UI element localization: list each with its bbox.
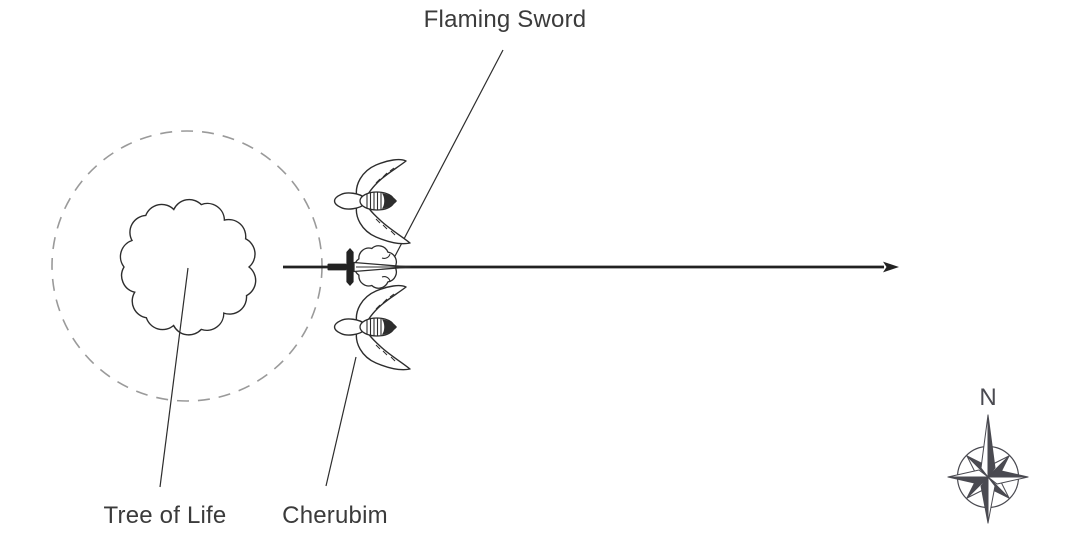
sword-crossguard xyxy=(346,248,354,286)
tree-canopy-icon xyxy=(119,198,257,336)
compass-rose-icon xyxy=(947,414,1029,524)
compass-cardinal-points xyxy=(947,414,1029,524)
cherubim-leader-line xyxy=(325,356,357,487)
flaming-sword-icon xyxy=(327,245,411,289)
flaming-sword-leader-line xyxy=(393,49,504,259)
east-arrow-head xyxy=(883,261,899,273)
flaming-sword-label: Flaming Sword xyxy=(423,6,587,33)
tree-of-life-leader-line xyxy=(159,267,189,488)
tree-of-life-label: Tree of Life xyxy=(103,502,227,529)
compass-north-label: N xyxy=(979,384,997,411)
cherubim-label: Cherubim xyxy=(282,502,388,529)
garden-boundary-dashed-circle xyxy=(51,130,323,402)
cherub-icon xyxy=(333,158,411,245)
cherub-icon xyxy=(333,284,411,371)
flame-curls xyxy=(381,253,391,282)
sword-grip xyxy=(327,263,347,271)
